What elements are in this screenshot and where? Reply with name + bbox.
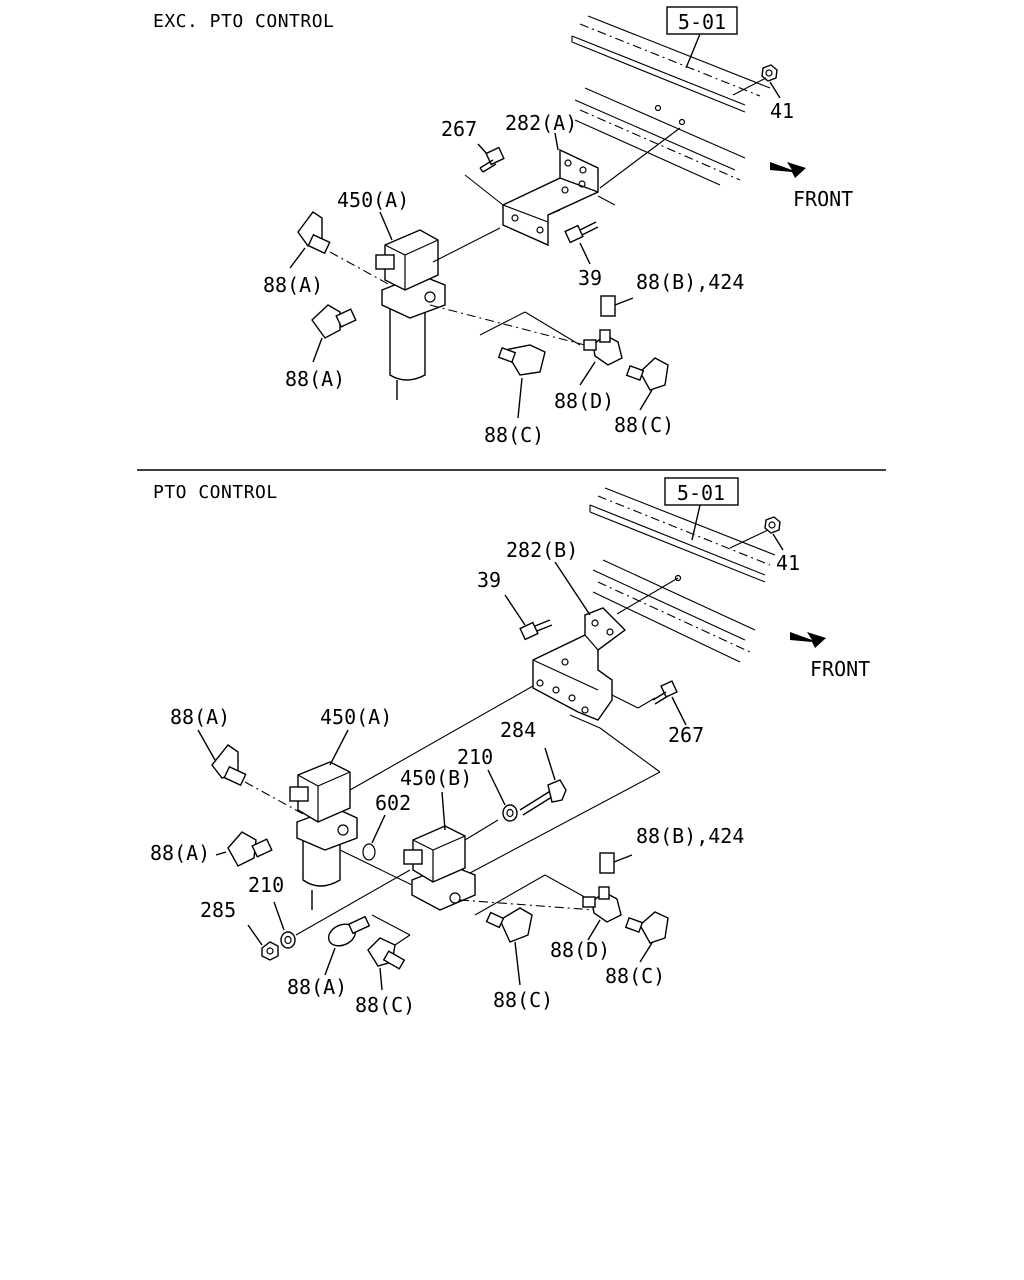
o-ring-602: [362, 814, 386, 861]
section-pto-control: PTO CONTROL 5-01 FRONT: [150, 477, 870, 1017]
callout-282b: 282(B): [506, 538, 578, 562]
fitting-88c-left: [497, 344, 546, 419]
callout-450b: 450(B): [400, 766, 472, 790]
front-arrow-icon: [790, 632, 826, 648]
bolt-284: [519, 747, 567, 816]
callout-88a-upper: 88(A): [263, 273, 323, 297]
section-exc-pto-control: EXC. PTO CONTROL 5-01: [153, 6, 853, 447]
washer-210-upper: [487, 769, 518, 822]
solenoid-valve-450b: [339, 771, 661, 911]
reference-box[interactable]: 5-01: [664, 477, 739, 541]
callout-450a: 450(A): [320, 705, 392, 729]
bolt-267: [477, 143, 505, 173]
bolt-39: [564, 221, 599, 265]
callout-267: 267: [441, 117, 477, 141]
callout-450a: 450(A): [337, 188, 409, 212]
tee-fitting-88d: [579, 295, 634, 386]
fitting-88a-plug: [324, 914, 411, 976]
callout-602: 602: [375, 791, 411, 815]
callout-88a-lower: 88(A): [285, 367, 345, 391]
solenoid-valve-450a: [375, 227, 501, 400]
fitting-88a-upper: [289, 211, 391, 286]
solenoid-valve-450a: [289, 685, 534, 910]
bracket-282b: [532, 577, 679, 773]
front-label: FRONT: [810, 657, 870, 681]
frame-rail: [589, 487, 776, 663]
callout-88b-424: 88(B),424: [636, 824, 744, 848]
callout-88c-left: 88(C): [484, 423, 544, 447]
callout-41: 41: [776, 551, 800, 575]
fitting-88a-upper: [197, 729, 306, 816]
callout-210-upper: 210: [457, 745, 493, 769]
reference-box[interactable]: 5-01: [666, 6, 738, 69]
callout-88d: 88(D): [554, 389, 614, 413]
fitting-88c-center: [474, 874, 591, 986]
nut-285: [247, 924, 279, 961]
fitting-88a-lower: [311, 304, 357, 363]
callout-284: 284: [500, 718, 536, 742]
callout-267: 267: [668, 723, 704, 747]
callout-41: 41: [770, 99, 794, 123]
callout-88c-right: 88(C): [605, 964, 665, 988]
section-title: EXC. PTO CONTROL: [153, 11, 334, 32]
svg-text:5-01: 5-01: [678, 10, 726, 34]
fitting-88c-lower-left: [367, 934, 411, 991]
fitting-88c-right: [625, 357, 669, 411]
front-arrow-icon: [770, 162, 806, 178]
nut-41: [729, 516, 784, 551]
callout-88a-plug: 88(A): [287, 975, 347, 999]
callout-88b-424: 88(B),424: [636, 270, 744, 294]
frame-rail: [571, 15, 771, 186]
callout-39: 39: [477, 568, 501, 592]
callout-88c-center: 88(C): [493, 988, 553, 1012]
bolt-267: [652, 680, 687, 726]
callout-39: 39: [578, 266, 602, 290]
callout-285: 285: [200, 898, 236, 922]
svg-text:5-01: 5-01: [677, 481, 725, 505]
callout-88c-right: 88(C): [614, 413, 674, 437]
bracket-282a: [464, 127, 681, 247]
callout-210-lower: 210: [248, 873, 284, 897]
fitting-88c-right: [624, 911, 669, 963]
section-title: PTO CONTROL: [153, 482, 278, 503]
bolt-39: [504, 594, 553, 641]
callout-88a-upper: 88(A): [170, 705, 230, 729]
fitting-88a-middle: [215, 831, 273, 867]
front-label: FRONT: [793, 187, 853, 211]
washer-210-lower: [273, 869, 411, 949]
nut-41: [732, 64, 781, 99]
callout-88c-lower-left: 88(C): [355, 993, 415, 1017]
callout-88d: 88(D): [550, 938, 610, 962]
callout-88a-middle: 88(A): [150, 841, 210, 865]
callout-282a: 282(A): [505, 111, 577, 135]
tee-fitting-88d: [582, 852, 633, 941]
